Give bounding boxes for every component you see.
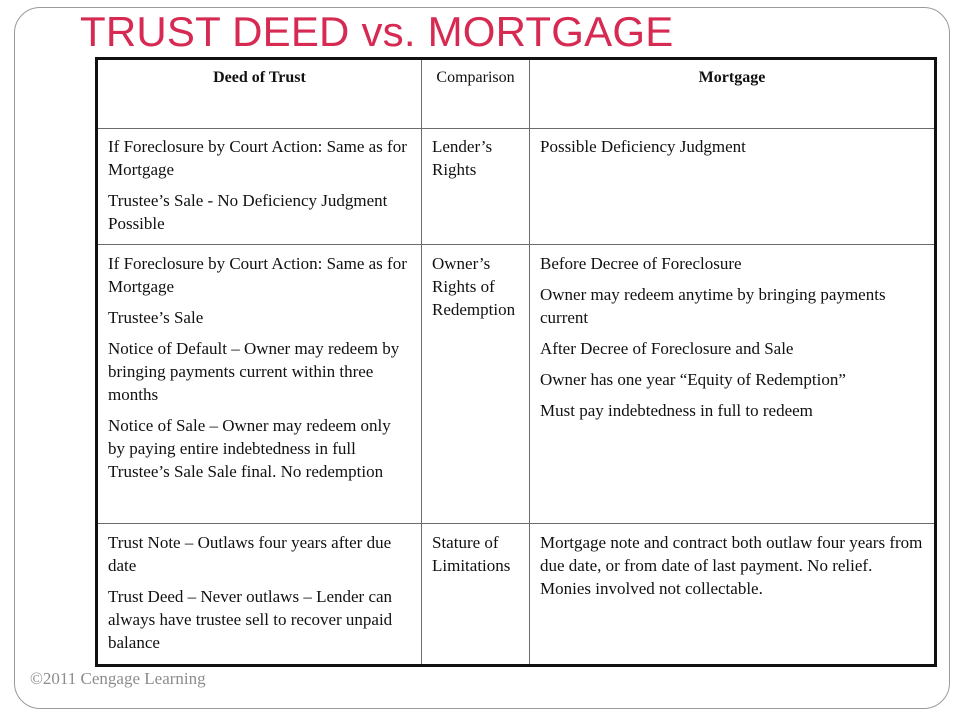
cell-comparison: Lender’s Rights (421, 128, 530, 245)
cell-paragraph: Owner has one year “Equity of Redemption… (540, 370, 846, 389)
cell-paragraph: After Decree of Foreclosure and Sale (540, 339, 794, 358)
cell-paragraph: Owner may redeem anytime by bringing pay… (540, 285, 886, 327)
cell-paragraph: Before Decree of Foreclosure (540, 254, 742, 273)
cell-mortgage: Before Decree of Foreclosure Owner may r… (529, 244, 936, 524)
cell-paragraph: Possible Deficiency Judgment (540, 137, 746, 156)
slide-title: TRUST DEED vs. MORTGAGE (80, 8, 674, 55)
cell-paragraph: Trust Deed – Never outlaws – Lender can … (108, 587, 393, 652)
cell-paragraph: Trustee’s Sale (108, 308, 204, 327)
cell-deed-of-trust: If Foreclosure by Court Action: Same as … (96, 244, 422, 524)
cell-paragraph: Mortgage note and contract both outlaw f… (540, 533, 923, 598)
cell-paragraph: Trustee’s Sale - No Deficiency Judgment … (108, 191, 388, 233)
cell-comparison: Stature of Limitations (421, 523, 530, 666)
header-mortgage: Mortgage (529, 58, 936, 129)
cell-paragraph: Must pay indebtedness in full to redeem (540, 401, 813, 420)
header-comparison: Comparison (421, 58, 530, 129)
cell-mortgage: Mortgage note and contract both outlaw f… (529, 523, 936, 666)
cell-paragraph: Notice of Sale – Owner may redeem only b… (108, 416, 391, 481)
table-header-row: Deed of Trust Comparison Mortgage (96, 58, 936, 129)
cell-deed-of-trust: Trust Note – Outlaws four years after du… (96, 523, 422, 666)
table-row-owners-rights: If Foreclosure by Court Action: Same as … (96, 244, 936, 524)
cell-comparison: Owner’s Rights of Redemption (421, 244, 530, 524)
cell-paragraph: If Foreclosure by Court Action: Same as … (108, 254, 407, 296)
cell-paragraph: Trust Note – Outlaws four years after du… (108, 533, 392, 575)
comparison-table: Deed of Trust Comparison Mortgage If For… (95, 57, 937, 667)
cell-paragraph: Notice of Default – Owner may redeem by … (108, 339, 400, 404)
table-row-lenders-rights: If Foreclosure by Court Action: Same as … (96, 128, 936, 245)
cell-paragraph: If Foreclosure by Court Action: Same as … (108, 137, 407, 179)
table-row-statute-of-limitations: Trust Note – Outlaws four years after du… (96, 523, 936, 666)
cell-mortgage: Possible Deficiency Judgment (529, 128, 936, 245)
header-deed-of-trust: Deed of Trust (96, 58, 422, 129)
copyright-footer: ©2011 Cengage Learning (30, 669, 206, 688)
cell-deed-of-trust: If Foreclosure by Court Action: Same as … (96, 128, 422, 245)
